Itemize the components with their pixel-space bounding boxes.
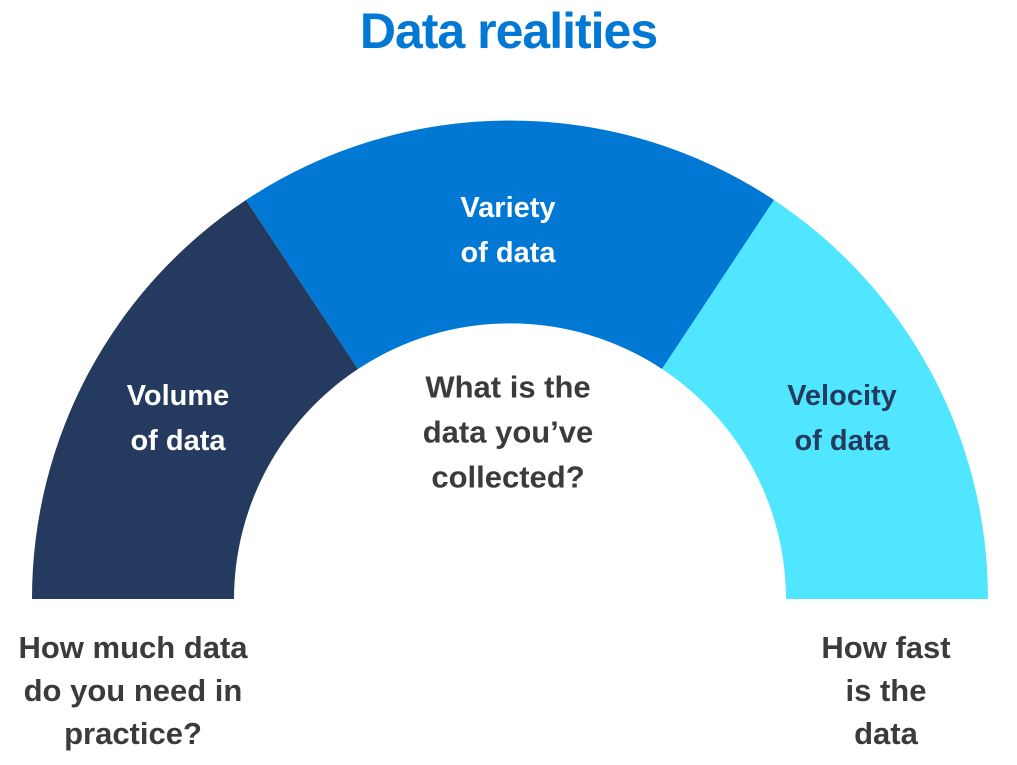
segment-label-variety: Variety of data	[460, 192, 556, 269]
center-question-text: What is the data you’ve collected?	[422, 369, 594, 495]
page-title: Data realities	[359, 3, 658, 59]
segment-variety-arc	[246, 120, 774, 369]
annotation-velocity-question: How fast is the data being created?	[821, 630, 951, 765]
segment-velocity-arc	[662, 200, 989, 599]
annotation-volume-question: How much data do you need in practice?	[18, 630, 248, 751]
segment-label-velocity: Velocity of data	[787, 380, 897, 457]
segment-label-volume: Volume of data	[126, 380, 230, 457]
segment-volume-arc	[31, 200, 358, 599]
